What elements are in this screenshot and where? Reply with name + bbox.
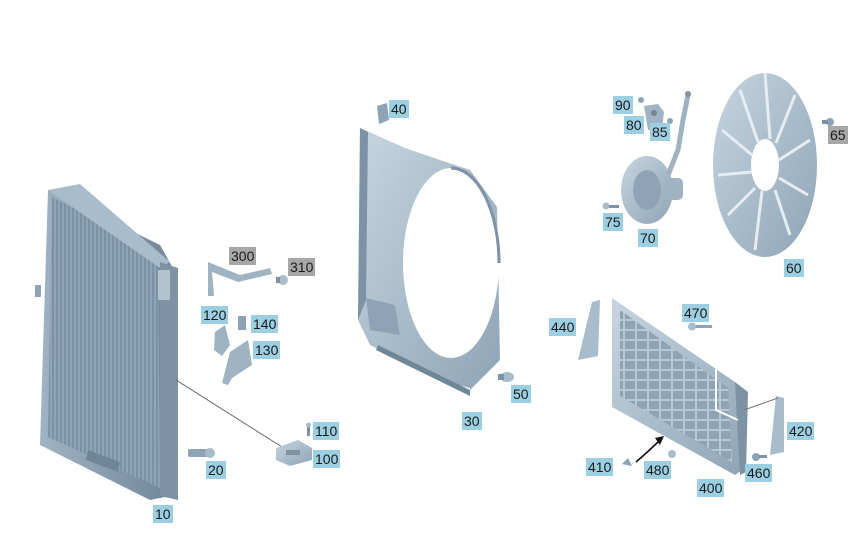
radiator-part[interactable] (35, 184, 178, 500)
label-480[interactable]: 480 (644, 461, 672, 479)
clip-40-part[interactable] (377, 103, 389, 124)
label-90[interactable]: 90 (613, 96, 633, 114)
fan-wheel-part[interactable] (713, 72, 817, 257)
label-400[interactable]: 400 (697, 479, 725, 497)
screw-85-part[interactable] (667, 118, 673, 124)
screw-75-part[interactable] (602, 202, 620, 210)
arrowhead-icon (655, 436, 664, 445)
label-85[interactable]: 85 (650, 123, 670, 141)
fan-clutch-part[interactable] (621, 91, 691, 224)
screw-470-part[interactable] (688, 322, 712, 331)
label-70[interactable]: 70 (638, 229, 658, 247)
grille-panel-400-part[interactable] (612, 298, 748, 475)
bracket-130-part[interactable] (222, 340, 252, 385)
clip-410-part[interactable] (622, 458, 632, 466)
label-130[interactable]: 130 (253, 341, 281, 359)
label-100[interactable]: 100 (313, 450, 341, 468)
bracket-440-part[interactable] (578, 300, 600, 360)
label-80[interactable]: 80 (624, 116, 644, 134)
label-50[interactable]: 50 (511, 385, 531, 403)
drain-plug-part[interactable] (188, 448, 215, 458)
label-120[interactable]: 120 (201, 306, 229, 324)
label-60[interactable]: 60 (784, 259, 804, 277)
label-65[interactable]: 65 (828, 126, 848, 144)
screw-110-part[interactable] (306, 422, 311, 437)
leader-line-100 (175, 379, 283, 448)
screw-310-part[interactable] (276, 275, 288, 285)
label-440[interactable]: 440 (549, 318, 577, 336)
label-410[interactable]: 410 (586, 458, 614, 476)
label-420[interactable]: 420 (787, 422, 815, 440)
label-110[interactable]: 110 (313, 422, 340, 440)
label-40[interactable]: 40 (389, 100, 409, 118)
label-460[interactable]: 460 (745, 464, 773, 482)
nut-90-part[interactable] (638, 97, 644, 103)
fan-shroud-part[interactable] (358, 128, 501, 396)
label-470[interactable]: 470 (682, 304, 710, 322)
screw-460-part[interactable] (752, 453, 767, 461)
label-75[interactable]: 75 (603, 213, 623, 231)
label-140[interactable]: 140 (251, 315, 279, 333)
screw-65-part[interactable] (822, 118, 834, 126)
label-310[interactable]: 310 (288, 258, 316, 276)
sensor-100-part[interactable] (276, 440, 312, 466)
label-30[interactable]: 30 (462, 412, 482, 430)
label-300[interactable]: 300 (229, 247, 257, 265)
arrow-icon (635, 439, 661, 463)
label-10[interactable]: 10 (153, 505, 173, 523)
bracket-300-part[interactable] (208, 262, 272, 296)
bracket-420-part[interactable] (743, 396, 784, 455)
bracket-120-part[interactable] (214, 325, 230, 356)
clip-480-part[interactable] (668, 450, 676, 458)
clip-140-part[interactable] (238, 316, 246, 330)
label-20[interactable]: 20 (206, 461, 226, 479)
screw-50-part[interactable] (498, 372, 514, 382)
